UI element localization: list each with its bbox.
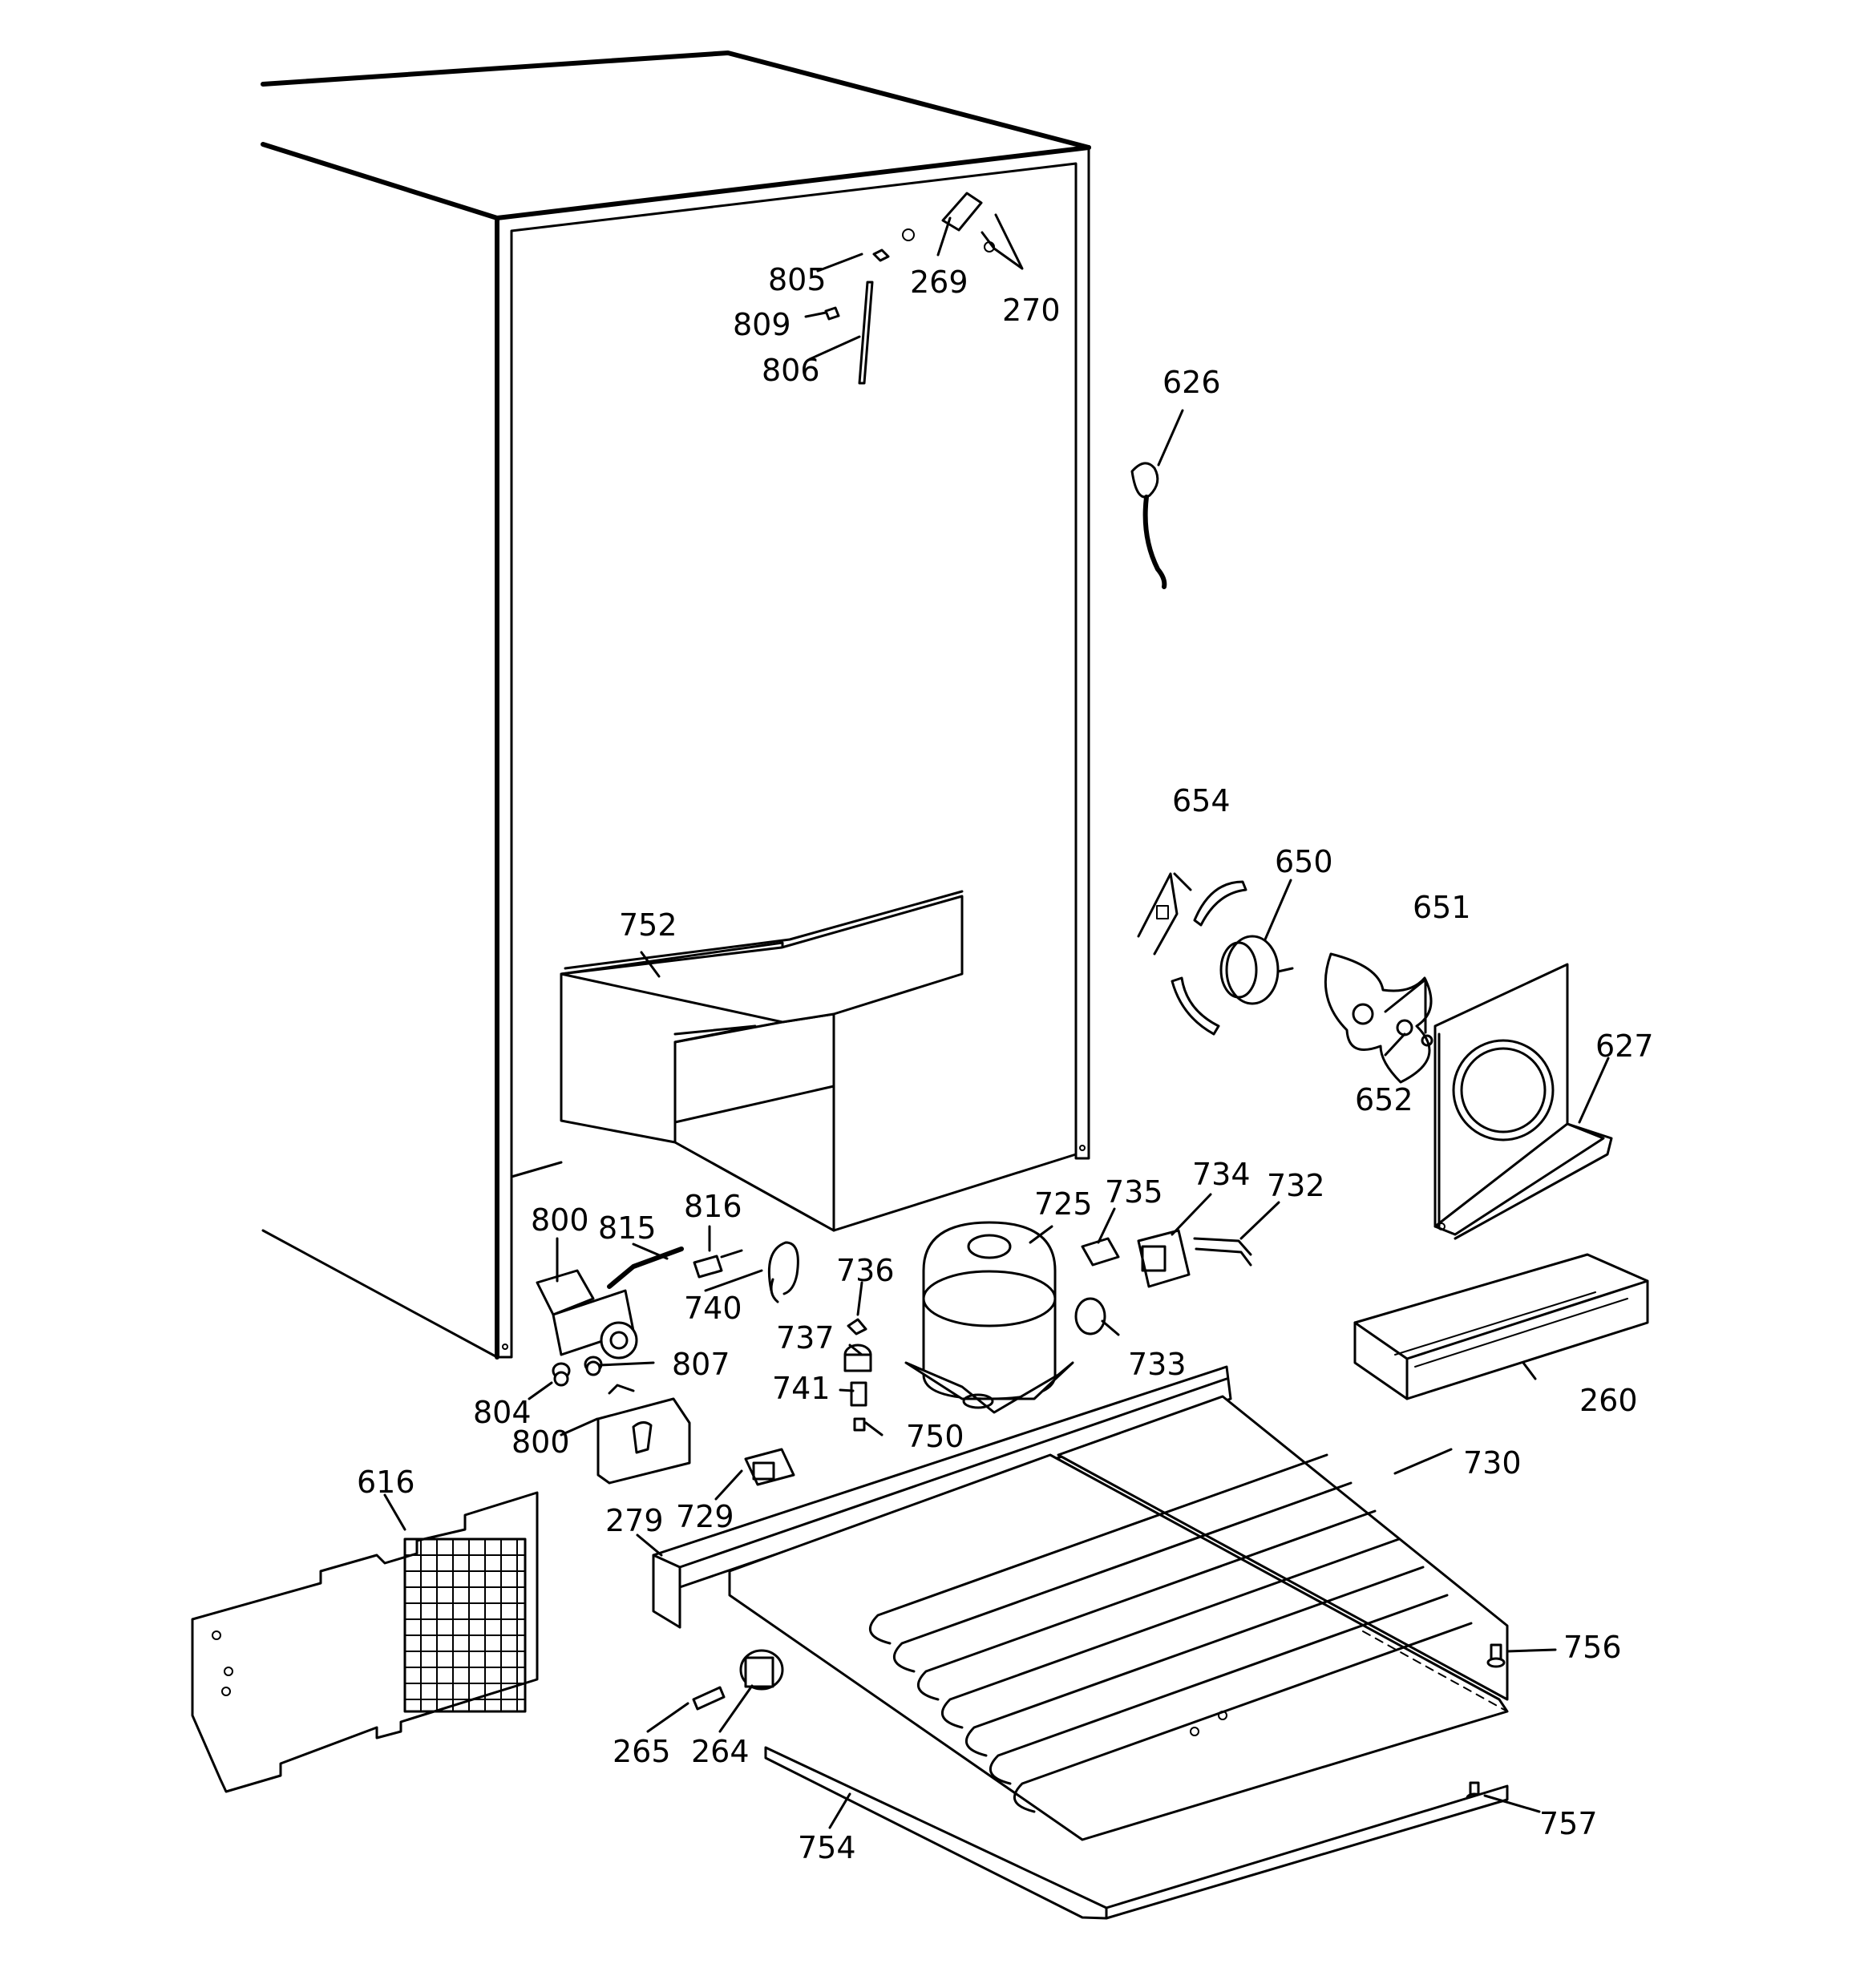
label-734: 734 bbox=[1192, 1157, 1251, 1192]
label-752: 752 bbox=[619, 907, 677, 943]
label-756: 756 bbox=[1563, 1630, 1622, 1665]
label-279: 279 bbox=[605, 1503, 664, 1538]
label-265: 265 bbox=[613, 1734, 671, 1769]
label-651: 651 bbox=[1413, 890, 1471, 925]
label-754: 754 bbox=[798, 1830, 856, 1865]
label-725: 725 bbox=[1034, 1186, 1093, 1222]
label-750: 750 bbox=[906, 1419, 964, 1454]
label-270: 270 bbox=[1002, 293, 1061, 328]
label-735: 735 bbox=[1105, 1174, 1163, 1210]
label-264: 264 bbox=[691, 1734, 750, 1769]
label-732: 732 bbox=[1267, 1168, 1325, 1203]
condenser-coil bbox=[728, 1395, 1509, 1841]
label-652: 652 bbox=[1355, 1082, 1413, 1117]
label-626: 626 bbox=[1162, 365, 1221, 400]
valve-nuts bbox=[553, 1360, 601, 1387]
capacitor bbox=[744, 1448, 795, 1486]
compressor bbox=[904, 1221, 1074, 1414]
fan-shroud bbox=[1433, 963, 1613, 1240]
tube-fittings bbox=[693, 1241, 799, 1303]
label-627: 627 bbox=[1595, 1028, 1654, 1064]
front-rail bbox=[764, 1746, 1509, 1920]
wire-harness bbox=[1130, 462, 1167, 589]
label-654: 654 bbox=[1172, 783, 1231, 818]
label-807: 807 bbox=[672, 1347, 730, 1382]
label-804: 804 bbox=[473, 1395, 532, 1430]
label-729: 729 bbox=[676, 1499, 734, 1534]
refrigerator-cabinet bbox=[261, 51, 1091, 1360]
air-duct bbox=[560, 890, 964, 1232]
fan-blade bbox=[1324, 952, 1433, 1084]
grommet-parts bbox=[843, 1318, 872, 1432]
relay-overload-parts bbox=[1074, 1229, 1252, 1335]
label-809: 809 bbox=[733, 307, 791, 342]
label-816: 816 bbox=[684, 1189, 742, 1224]
label-737: 737 bbox=[776, 1320, 835, 1356]
label-260: 260 bbox=[1579, 1383, 1638, 1418]
water-valve bbox=[536, 1247, 684, 1380]
label-806: 806 bbox=[762, 353, 820, 388]
label-815: 815 bbox=[598, 1210, 657, 1246]
label-741: 741 bbox=[772, 1371, 831, 1406]
label-757: 757 bbox=[1539, 1806, 1598, 1841]
dampener-parts bbox=[692, 1649, 784, 1711]
label-269: 269 bbox=[910, 265, 968, 300]
label-733: 733 bbox=[1128, 1347, 1187, 1382]
label-736: 736 bbox=[836, 1253, 895, 1288]
grille-panel bbox=[191, 1491, 539, 1793]
part-labels: 805 809 806 269 270 626 654 650 651 627 … bbox=[357, 262, 1654, 1865]
label-616: 616 bbox=[357, 1465, 415, 1500]
water-line-parts bbox=[824, 192, 995, 385]
label-730: 730 bbox=[1463, 1445, 1522, 1481]
label-740: 740 bbox=[684, 1291, 742, 1326]
drain-pan bbox=[1353, 1253, 1649, 1400]
label-800b: 800 bbox=[512, 1424, 570, 1460]
label-805: 805 bbox=[768, 262, 827, 297]
leader-lines bbox=[383, 213, 1610, 1829]
label-650: 650 bbox=[1275, 844, 1333, 879]
fan-motor-assembly bbox=[1156, 880, 1294, 1036]
label-800a: 800 bbox=[531, 1202, 589, 1238]
valve-bracket bbox=[596, 1384, 691, 1485]
